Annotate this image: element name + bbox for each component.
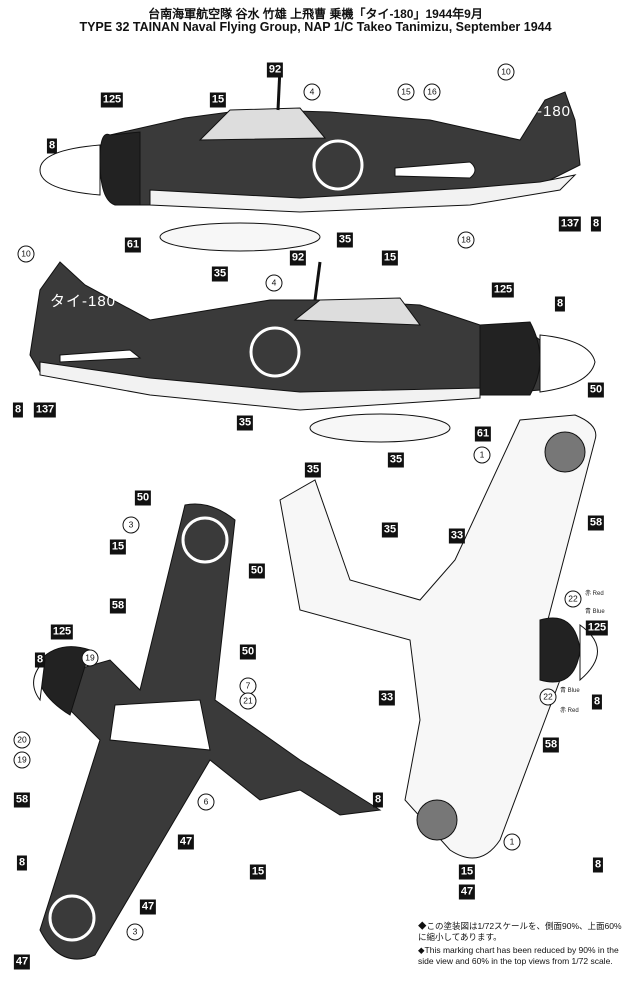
title-japanese: 台南海軍航空隊 谷水 竹雄 上飛曹 乗機「タイ-180」1944年9月: [148, 7, 483, 21]
callout: 6: [197, 793, 215, 811]
callout: 47: [177, 834, 195, 850]
callout: 8: [46, 138, 58, 154]
callout: 125: [491, 282, 515, 298]
callout: 35: [304, 462, 322, 478]
callout: 8: [554, 296, 566, 312]
callout: 15: [109, 539, 127, 555]
callout: 15: [249, 864, 267, 880]
tail-code-right: タイ-180: [50, 293, 117, 310]
callout: 15: [381, 250, 399, 266]
callout: 8: [592, 857, 604, 873]
callout: 125: [50, 624, 74, 640]
callout: 35: [211, 266, 229, 282]
callout: 58: [542, 737, 560, 753]
callout: 35: [236, 415, 254, 431]
bottom-view: [279, 414, 598, 859]
callout: 50: [239, 644, 257, 660]
callout: 35: [381, 522, 399, 538]
callout: 33: [448, 528, 466, 544]
callout: 16: [423, 83, 441, 101]
callout: 92: [266, 62, 284, 78]
callout: 10: [497, 63, 515, 81]
callout: 47: [139, 899, 157, 915]
side-view-right: [29, 261, 596, 443]
callout: 19: [81, 649, 99, 667]
callout: 125: [585, 620, 609, 636]
callout: 61: [124, 237, 142, 253]
callout: 20: [13, 731, 31, 749]
callout: 21: [239, 692, 257, 710]
callout: 92: [289, 250, 307, 266]
callout: 58: [109, 598, 127, 614]
callout: 3: [126, 923, 144, 941]
callout: 22: [539, 688, 557, 706]
callout: 8: [591, 694, 603, 710]
callout: 8: [16, 855, 28, 871]
scale-note: ◆この塗装図は1/72スケールを、側面90%、上面60%に縮小してあります。 ◆…: [418, 921, 628, 969]
callout: 50: [248, 563, 266, 579]
side-view-left: [39, 67, 581, 252]
callout: 47: [458, 884, 476, 900]
callout: 137: [558, 216, 582, 232]
callout: 8: [34, 652, 46, 668]
callout: 3: [122, 516, 140, 534]
callout: 1: [473, 446, 491, 464]
note-japanese: ◆この塗装図は1/72スケールを、側面90%、上面60%に縮小してあります。: [418, 921, 622, 942]
color-label: 青 Blue: [585, 609, 605, 615]
callout: 61: [474, 426, 492, 442]
callout: 4: [265, 274, 283, 292]
tail-code-left: タイ-180: [505, 103, 572, 120]
callout: 18: [457, 231, 475, 249]
top-view: [33, 503, 382, 960]
callout: 15: [397, 83, 415, 101]
callout: 50: [587, 382, 605, 398]
title-english: TYPE 32 TAINAN Naval Flying Group, NAP 1…: [79, 20, 552, 34]
color-label: 赤 Red: [585, 591, 604, 597]
callout: 15: [458, 864, 476, 880]
note-english: ◆This marking chart has been reduced by …: [418, 945, 619, 966]
callout: 4: [303, 83, 321, 101]
callout: 58: [13, 792, 31, 808]
callout: 8: [590, 216, 602, 232]
callout: 58: [587, 515, 605, 531]
callout: 8: [372, 792, 384, 808]
callout: 19: [13, 751, 31, 769]
color-label: 青 Blue: [560, 688, 580, 694]
callout: 50: [134, 490, 152, 506]
callout: 125: [100, 92, 124, 108]
callout: 33: [378, 690, 396, 706]
callout: 8: [12, 402, 24, 418]
callout: 137: [33, 402, 57, 418]
callout: 10: [17, 245, 35, 263]
callout: 35: [336, 232, 354, 248]
callout: 15: [209, 92, 227, 108]
callout: 22: [564, 590, 582, 608]
callout: 35: [387, 452, 405, 468]
callout: 1: [503, 833, 521, 851]
callout: 47: [13, 954, 31, 970]
color-label: 赤 Red: [560, 708, 579, 714]
